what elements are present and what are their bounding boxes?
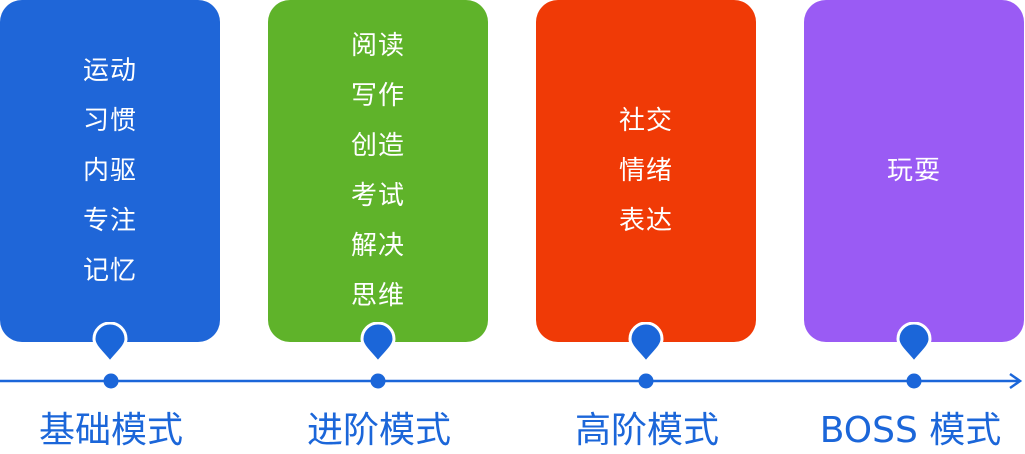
stage-item: 考试 [350, 181, 405, 211]
location-pin-icon [896, 322, 932, 364]
timeline-dot [638, 373, 654, 389]
stage-item: 玩耍 [886, 156, 941, 186]
stage-item: 习惯 [82, 106, 137, 136]
stage-item: 思维 [350, 281, 405, 311]
stage-item: 阅读 [350, 31, 405, 61]
timeline-dot [370, 373, 386, 389]
stage-item: 解决 [350, 231, 405, 261]
stage-item: 运动 [82, 56, 137, 86]
stage-item: 内驱 [82, 156, 137, 186]
stage-label: 高阶模式 [574, 410, 719, 451]
timeline-axis [0, 370, 1025, 392]
stage-item: 表达 [618, 206, 673, 236]
stage-card-high: 社交情绪表达 [536, 0, 756, 342]
stage-item: 创造 [350, 131, 405, 161]
stage-card-boss: 玩耍 [804, 0, 1024, 342]
timeline-arrow-icon [1009, 372, 1023, 390]
location-pin-icon [628, 322, 664, 364]
stage-item: 专注 [82, 206, 137, 236]
stage-item: 社交 [618, 106, 673, 136]
timeline-dot [906, 373, 922, 389]
location-pin-icon [92, 322, 128, 364]
stage-item: 情绪 [618, 156, 673, 186]
location-pin-icon [360, 322, 396, 364]
stage-item: 写作 [350, 81, 405, 111]
stage-label: 进阶模式 [306, 410, 451, 451]
stage-label: 基础模式 [38, 410, 183, 451]
stage-card-basic: 运动习惯内驱专注记忆 [0, 0, 220, 342]
stage-item: 记忆 [82, 256, 137, 286]
timeline-dot [103, 373, 119, 389]
stage-label: BOSS 模式 [819, 410, 1002, 451]
stage-card-advanced: 阅读写作创造考试解决思维 [268, 0, 488, 342]
